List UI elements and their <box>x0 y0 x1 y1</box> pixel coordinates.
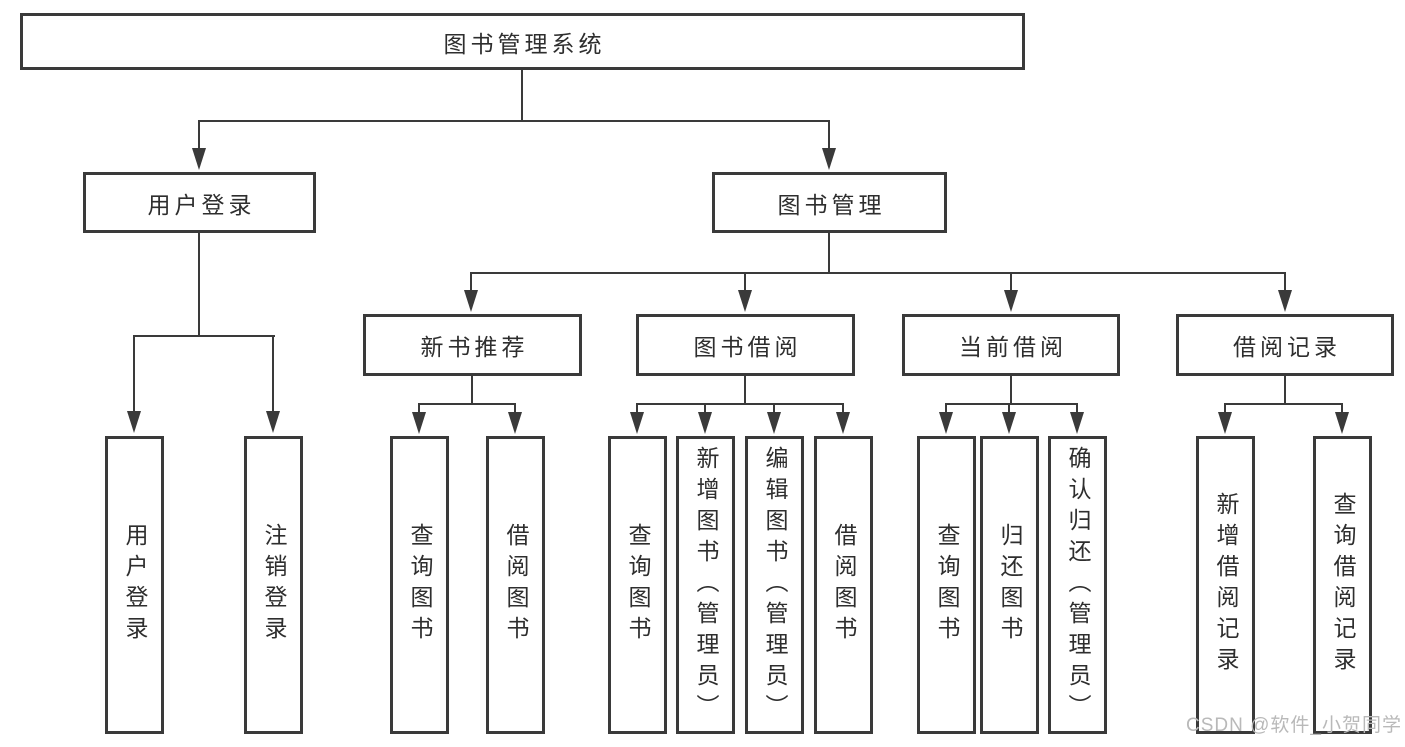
connector-line <box>198 120 200 148</box>
connector-line <box>521 70 523 120</box>
connector-line <box>842 403 844 412</box>
connector-line <box>773 403 775 412</box>
connector-line <box>1341 403 1343 412</box>
connector-line <box>945 403 947 412</box>
arrowhead <box>464 290 478 312</box>
connector-line <box>744 272 746 290</box>
arrowhead <box>1004 290 1018 312</box>
node-user-login: 用户登录 <box>83 172 316 233</box>
node-label: 图书管理系统 <box>443 30 606 57</box>
arrowhead <box>1070 412 1084 434</box>
arrowhead <box>412 412 426 434</box>
connector-line <box>704 403 706 412</box>
leaf-borrow-books-borrowing: 借阅图书 <box>814 436 873 734</box>
connector-line <box>828 233 830 272</box>
node-label: 用户登录 <box>122 523 148 647</box>
node-label: 图书管理 <box>777 191 886 218</box>
connector-line <box>1008 403 1010 412</box>
connector-line <box>828 120 830 148</box>
connector-line <box>1076 403 1078 412</box>
leaf-return-books: 归还图书 <box>980 436 1039 734</box>
arrowhead <box>822 148 836 170</box>
watermark-text: CSDN @软件_小贺同学 <box>1186 715 1402 736</box>
connector-line <box>418 403 516 405</box>
leaf-query-books-recommend: 查询图书 <box>390 436 449 734</box>
leaf-edit-book-admin: 编辑图书（管理员） <box>745 436 804 734</box>
connector-line <box>418 403 420 412</box>
node-label: 当前借阅 <box>959 334 1067 360</box>
arrowhead <box>508 412 522 434</box>
leaf-add-book-admin: 新增图书（管理员） <box>676 436 735 734</box>
leaf-query-books-borrowing: 查询图书 <box>608 436 667 734</box>
arrowhead <box>1335 412 1349 434</box>
connector-line <box>744 376 746 403</box>
connector-line <box>470 272 472 290</box>
node-label: 新书推荐 <box>420 334 529 360</box>
node-label: 借阅图书 <box>831 523 857 647</box>
node-book-borrowing: 图书借阅 <box>636 314 855 376</box>
node-label: 借阅记录 <box>1233 334 1341 360</box>
connector-line <box>133 335 135 411</box>
node-label: 新增借阅记录 <box>1213 492 1239 678</box>
node-label: 借阅图书 <box>503 523 529 647</box>
arrowhead <box>939 412 953 434</box>
connector-line <box>1284 272 1286 290</box>
leaf-query-borrow-record: 查询借阅记录 <box>1313 436 1372 734</box>
connector-line <box>1224 403 1226 412</box>
connector-line <box>133 335 275 337</box>
node-label: 编辑图书（管理员） <box>762 445 788 725</box>
arrowhead <box>1278 290 1292 312</box>
leaf-borrow-books-recommend: 借阅图书 <box>486 436 545 734</box>
node-label: 查询图书 <box>625 523 651 647</box>
connector-line <box>198 120 830 122</box>
arrowhead <box>1218 412 1232 434</box>
connector-line <box>636 403 638 412</box>
leaf-query-books-current: 查询图书 <box>917 436 976 734</box>
connector-line <box>272 335 274 411</box>
connector-line <box>470 272 1285 274</box>
leaf-user-login: 用户登录 <box>105 436 164 734</box>
arrowhead <box>630 412 644 434</box>
node-label: 查询图书 <box>407 523 433 647</box>
leaf-add-borrow-record: 新增借阅记录 <box>1196 436 1255 734</box>
connector-line <box>1224 403 1343 405</box>
leaf-confirm-return-admin: 确认归还（管理员） <box>1048 436 1107 734</box>
connector-line <box>1010 376 1012 403</box>
node-label: 注销登录 <box>261 523 287 647</box>
arrowhead <box>266 411 280 433</box>
connector-line <box>471 376 473 403</box>
arrowhead <box>738 290 752 312</box>
connector-line <box>1010 272 1012 290</box>
connector-line <box>514 403 516 412</box>
node-label: 查询借阅记录 <box>1330 492 1356 678</box>
connector-line <box>198 233 200 335</box>
node-book-management: 图书管理 <box>712 172 947 233</box>
node-new-book-recommend: 新书推荐 <box>363 314 582 376</box>
arrowhead <box>698 412 712 434</box>
node-label: 确认归还（管理员） <box>1065 445 1091 725</box>
arrowhead <box>127 411 141 433</box>
arrowhead <box>192 148 206 170</box>
arrowhead <box>1002 412 1016 434</box>
connector-line <box>945 403 1078 405</box>
node-label: 查询图书 <box>934 523 960 647</box>
connector-line <box>1284 376 1286 403</box>
leaf-logout: 注销登录 <box>244 436 303 734</box>
node-root: 图书管理系统 <box>20 13 1025 70</box>
node-label: 用户登录 <box>147 191 256 218</box>
arrowhead <box>836 412 850 434</box>
node-current-borrowing: 当前借阅 <box>902 314 1120 376</box>
node-borrowing-records: 借阅记录 <box>1176 314 1394 376</box>
arrowhead <box>767 412 781 434</box>
node-label: 新增图书（管理员） <box>693 445 719 725</box>
node-label: 图书借阅 <box>693 334 802 360</box>
connector-line <box>636 403 844 405</box>
node-label: 归还图书 <box>997 523 1023 647</box>
